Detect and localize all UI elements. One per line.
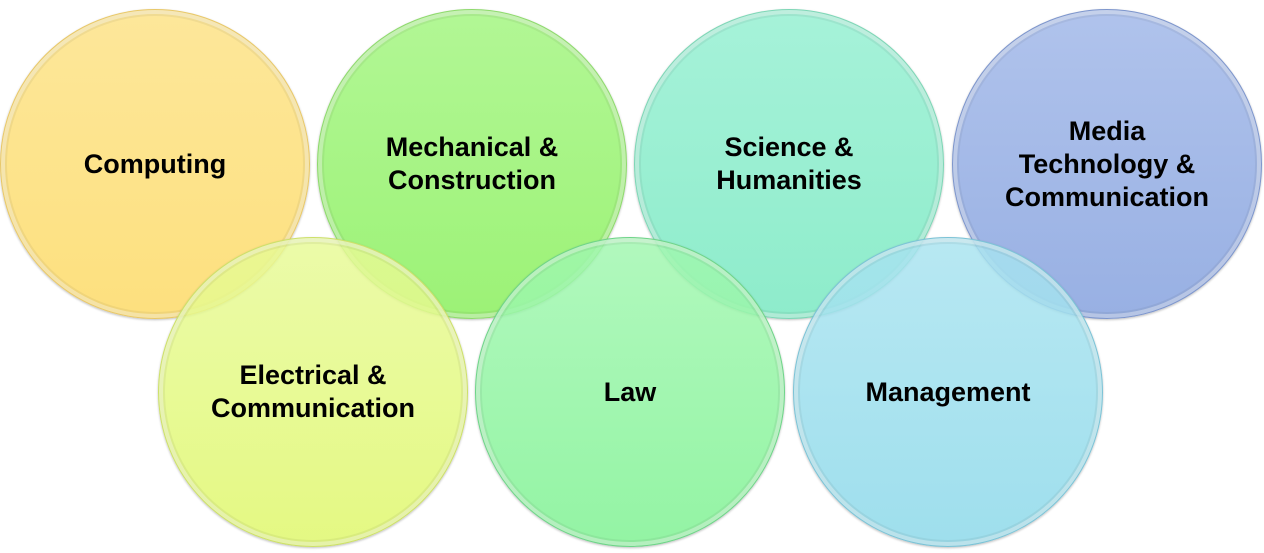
circle-label: Science & Humanities [716,132,862,195]
circle-label: Media Technology & Communication [1004,115,1209,212]
circle-label: Management [865,376,1031,407]
circle-electrical-communication: Electrical & Communication [158,237,468,547]
circle-law: Law [475,237,785,547]
circle-computing: Computing [0,9,310,319]
circle-label: Law [603,376,657,407]
circle-label: Computing [83,148,227,179]
circle-label: Mechanical & Construction [385,132,559,195]
circle-management: Management [793,237,1103,547]
circle-label: Electrical & Communication [210,360,415,423]
